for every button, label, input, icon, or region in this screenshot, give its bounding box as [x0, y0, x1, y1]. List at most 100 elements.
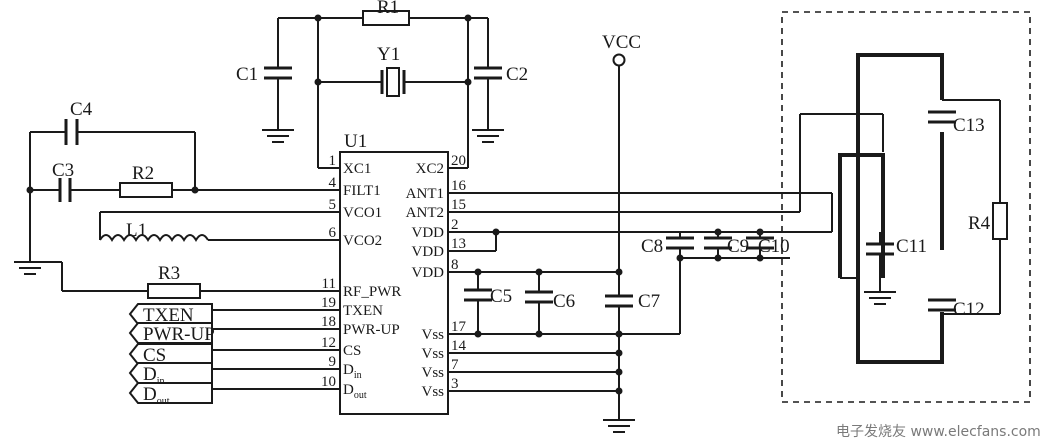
signal-connector: PWR-UP — [128, 322, 340, 345]
pin-number: 4 — [329, 175, 337, 191]
pin-number: 9 — [329, 354, 337, 370]
r2-label: R2 — [132, 163, 154, 184]
pin-name: Vss — [421, 327, 444, 343]
signal-connector: TXEN — [128, 303, 340, 326]
pin-number: 3 — [451, 376, 459, 392]
signal-label: PWR-UP — [143, 324, 215, 345]
pin-name: RF_PWR — [343, 284, 401, 300]
signal-connector: CS — [128, 343, 340, 366]
pin-number: 13 — [451, 236, 466, 252]
resistor-r3 — [147, 283, 201, 299]
c13-label: C13 — [953, 115, 985, 136]
pin-number: 8 — [451, 257, 459, 273]
pin-number: 12 — [321, 335, 336, 351]
signal-connector: Din — [128, 362, 340, 387]
pin-number: 16 — [451, 178, 467, 194]
r4-label: R4 — [968, 213, 991, 234]
inductor-l1: L1 — [99, 211, 340, 242]
c5-label: C5 — [490, 286, 512, 307]
pin-number: 1 — [329, 153, 337, 169]
c3-label: C3 — [52, 160, 74, 181]
c1-label: C1 — [236, 64, 258, 85]
antenna-boundary — [781, 11, 1031, 403]
signal-label: CS — [143, 345, 166, 366]
pin-number: 10 — [321, 374, 336, 390]
ground-symbol — [603, 419, 635, 433]
vdd-decoupling: C8 C9 C10 — [448, 228, 832, 334]
c8-label: C8 — [641, 236, 663, 257]
c7-label: C7 — [638, 291, 660, 312]
ground-symbol — [472, 129, 504, 143]
c11-label: C11 — [896, 236, 927, 257]
c12-label: C12 — [953, 299, 985, 320]
rf-power-resistor: R3 — [30, 261, 340, 299]
pin-name: Dout — [343, 382, 367, 401]
pin-name: Vss — [421, 346, 444, 362]
ground-symbol — [864, 291, 896, 305]
pin-number: 18 — [321, 314, 336, 330]
pin-name: Vss — [421, 384, 444, 400]
pin-name: VDD — [412, 225, 445, 241]
resistor-r4 — [992, 202, 1008, 240]
pin-number: 14 — [451, 338, 467, 354]
pin-number: 2 — [451, 217, 459, 233]
c4-label: C4 — [70, 99, 93, 120]
pin-name: ANT1 — [406, 186, 444, 202]
resistor-r2 — [119, 182, 173, 198]
crystal-network: R1 C1 C2 Y1 — [236, 0, 528, 169]
pin-number: 20 — [451, 153, 466, 169]
pin-name: Din — [343, 362, 362, 381]
antenna-feed — [448, 113, 884, 232]
ground-symbol — [262, 129, 294, 143]
loop-filter: C4 C3 R2 — [26, 99, 340, 262]
pin-number: 19 — [321, 295, 336, 311]
vcc-supply: VCC C7 C5 C6 — [448, 32, 680, 420]
c2-label: C2 — [506, 64, 528, 85]
pin-name: XC1 — [343, 161, 371, 177]
pin-number: 17 — [451, 319, 467, 335]
l1-label: L1 — [126, 220, 147, 241]
pin-name: PWR-UP — [343, 322, 400, 338]
y1-label: Y1 — [377, 44, 400, 65]
pin-number: 5 — [329, 197, 337, 213]
pin-name: ANT2 — [406, 205, 444, 221]
c6-label: C6 — [553, 291, 575, 312]
signal-label: TXEN — [143, 305, 194, 326]
crystal-y1 — [386, 67, 400, 97]
c9-label: C9 — [727, 236, 749, 257]
r1-label: R1 — [377, 0, 399, 18]
resistor-r1 — [362, 10, 410, 26]
chip-label: U1 — [344, 131, 367, 152]
r3-label: R3 — [158, 263, 180, 284]
pin-name: VCO2 — [343, 233, 382, 249]
signal-connector: Dout — [128, 382, 340, 407]
c10-label: C10 — [758, 236, 790, 257]
pin-number: 11 — [322, 276, 336, 292]
pin-number: 7 — [451, 357, 459, 373]
pin-number: 15 — [451, 197, 466, 213]
loop-antenna: C11 C13 C12 R4 — [838, 53, 1008, 364]
pin-name: VDD — [412, 244, 445, 260]
pin-name: CS — [343, 343, 361, 359]
